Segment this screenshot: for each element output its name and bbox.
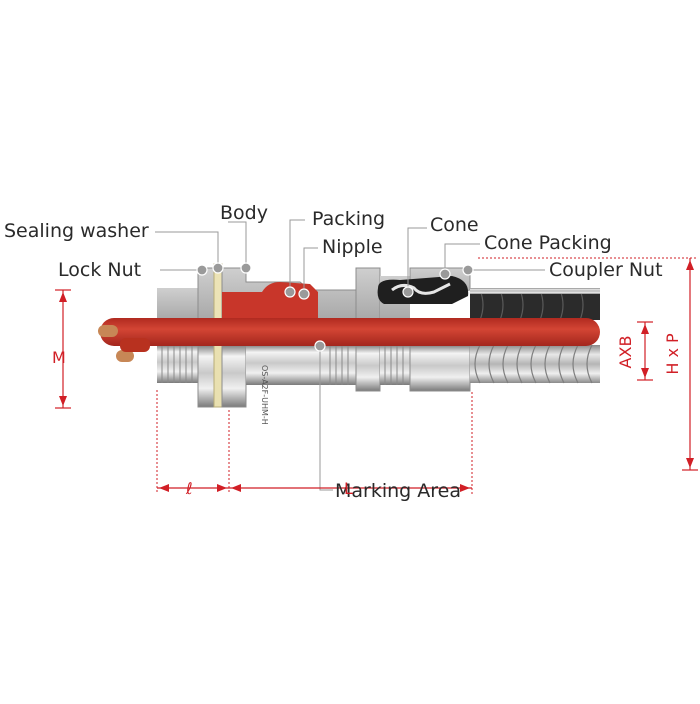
label-lock-nut: Lock Nut [58, 259, 142, 281]
dim-label-axb: AXB [616, 335, 635, 369]
conductor-1 [98, 325, 118, 337]
body-hex [221, 344, 247, 408]
label-sealing-washer: Sealing washer [4, 220, 149, 242]
coupler-nut-hex [409, 344, 471, 392]
marking-text: OS-A2F-UHM-H [260, 365, 269, 425]
dim-label-l-large: L [344, 479, 353, 498]
dimension-arrows [59, 260, 694, 492]
leader-packing [289, 219, 305, 290]
sealing-washer-part [213, 344, 223, 408]
label-body: Body [220, 202, 268, 224]
leader-sealing-washer [155, 231, 219, 266]
dim-label-l-small: ℓ [186, 479, 193, 498]
label-packing: Packing [312, 208, 386, 230]
leader-cone-packing [444, 243, 480, 272]
label-coupler-nut: Coupler Nut [549, 259, 663, 281]
label-nipple: Nipple [322, 236, 383, 258]
leader-dots [196, 262, 474, 352]
leader-cone [407, 227, 427, 290]
cable [98, 318, 600, 362]
leader-lines [155, 219, 545, 491]
dim-label-m: M [52, 348, 66, 367]
dim-label-hxp: H x P [663, 333, 682, 375]
lock-nut-part [197, 344, 215, 408]
fitting-upper-section [157, 263, 600, 321]
conductor-2 [116, 350, 134, 362]
label-cone: Cone [430, 214, 479, 236]
leader-body [228, 221, 247, 266]
conduit-section [470, 290, 600, 320]
leader-nipple [303, 247, 318, 292]
leader-marking-area [319, 347, 333, 491]
cone-packing-section [377, 276, 469, 304]
label-marking-area: Marking Area [335, 480, 461, 502]
cone-nut-hex [355, 344, 381, 392]
fitting-lower-external-view [157, 344, 600, 408]
label-cone-packing: Cone Packing [484, 232, 612, 254]
cable-jacket [100, 318, 600, 346]
